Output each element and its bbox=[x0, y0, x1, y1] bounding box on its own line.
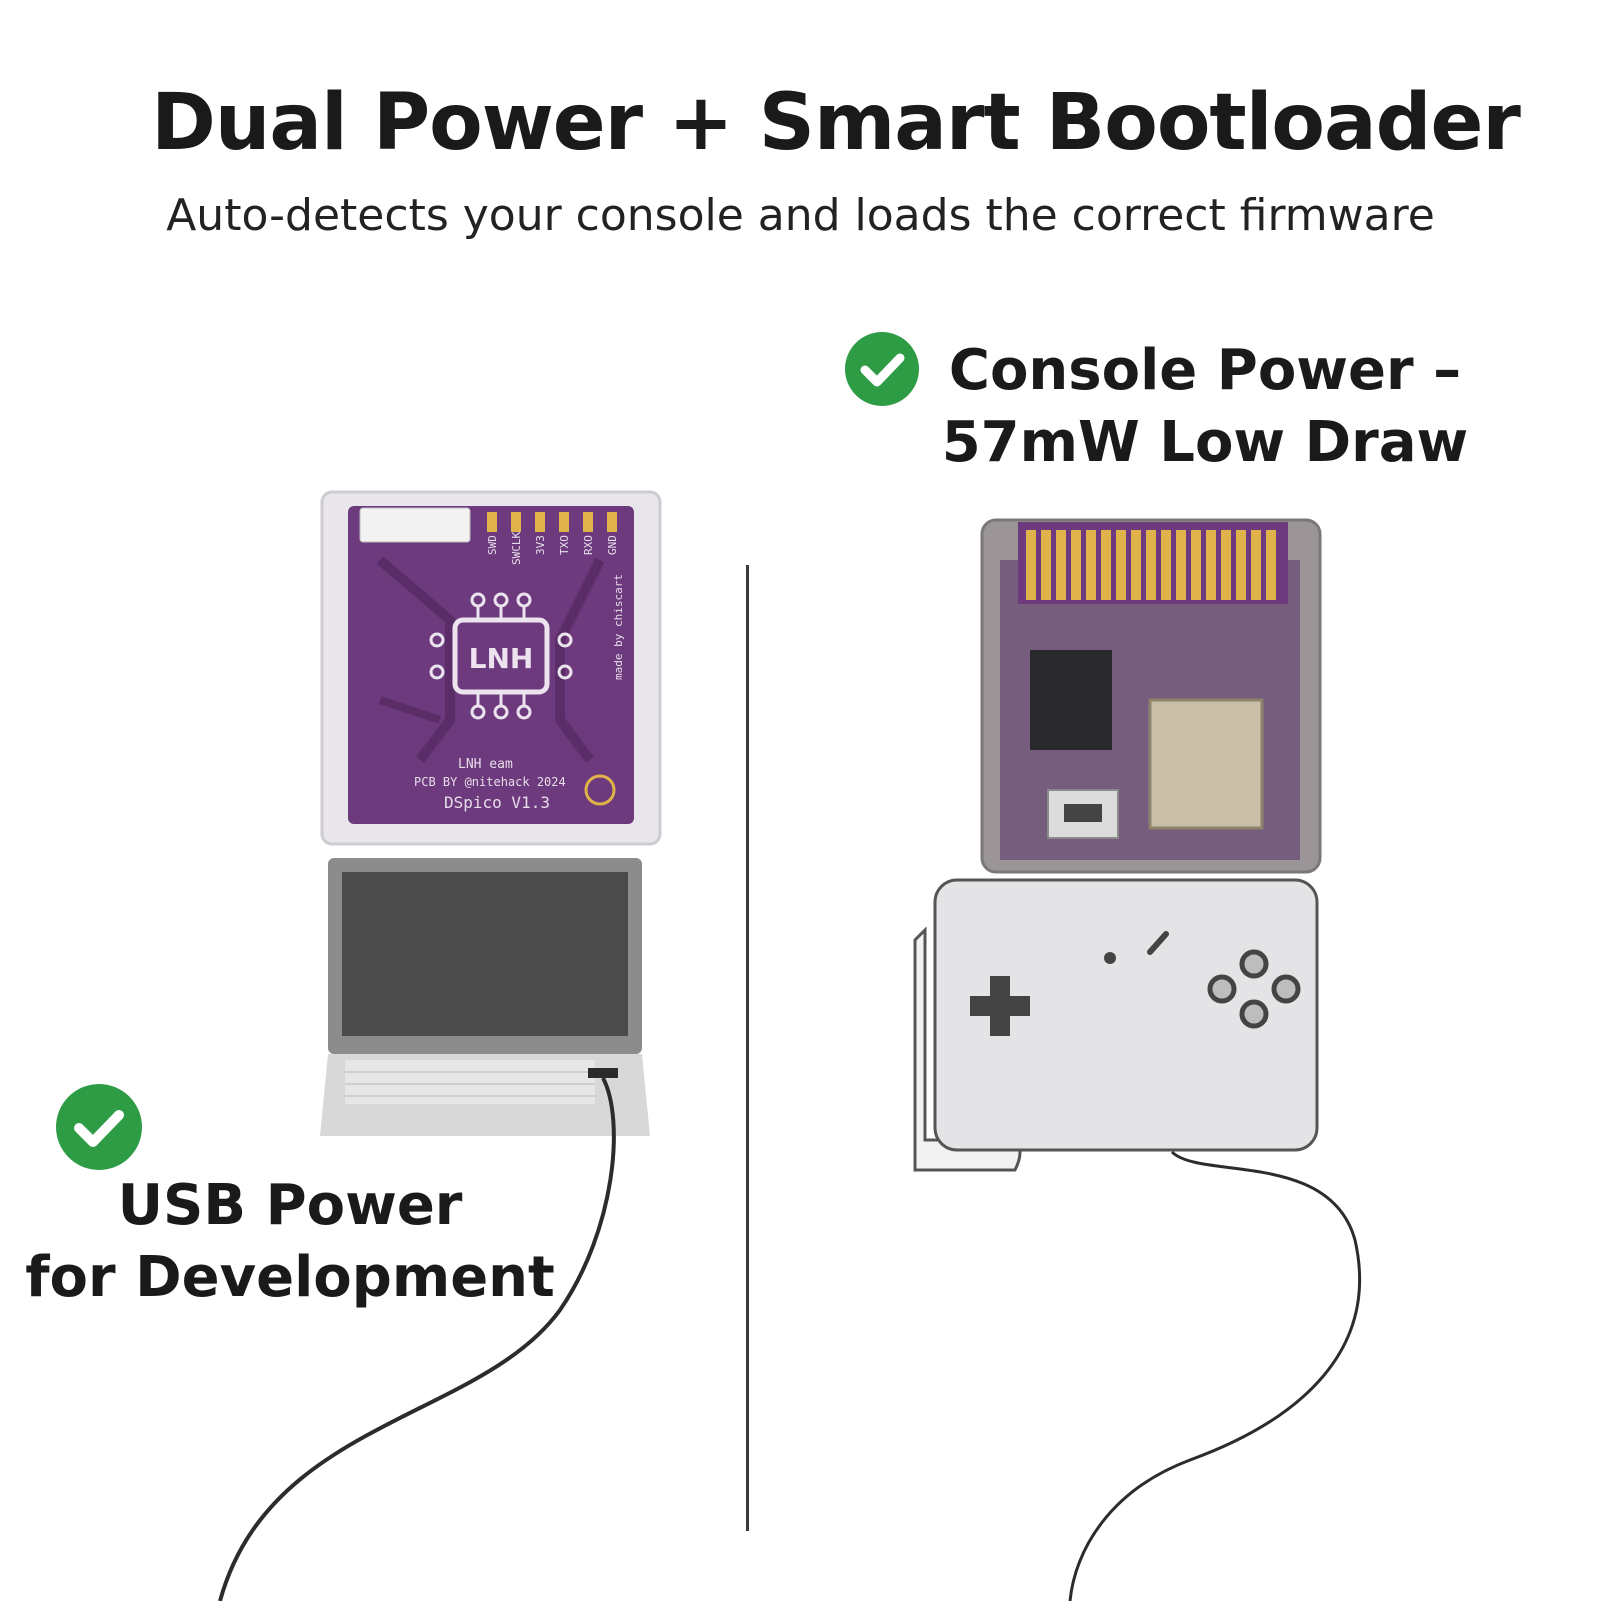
check-icon bbox=[56, 1084, 142, 1170]
console-power-line2: 57mW Low Draw bbox=[941, 409, 1469, 475]
divider bbox=[746, 565, 749, 1531]
board-text: LNH eam bbox=[458, 757, 513, 772]
pin-label: SWD bbox=[486, 535, 499, 555]
dspico-board-left: LNH SWD SWCLK 3V3 TXO RXO GND made by ch… bbox=[320, 490, 662, 846]
check-icon bbox=[845, 332, 919, 406]
pin-label: RXO bbox=[582, 535, 595, 555]
board-text: PCB BY @nitehack 2024 bbox=[414, 775, 566, 789]
usb-cable-icon bbox=[218, 1077, 616, 1601]
dspico-board-right bbox=[980, 518, 1322, 874]
handheld-console-icon bbox=[913, 878, 1319, 1172]
usb-power-line1: USB Power bbox=[117, 1173, 463, 1238]
board-version: DSpico V1.3 bbox=[444, 793, 550, 812]
pin-label: SWCLK bbox=[510, 532, 523, 565]
usb-power-line2: for Development bbox=[25, 1244, 555, 1310]
pin-label: 3V3 bbox=[534, 535, 547, 555]
page-title: Dual Power + Smart Bootloader bbox=[151, 78, 1521, 168]
usb-power-label: USB Power for Development bbox=[20, 1170, 560, 1313]
console-power-line1: Console Power – bbox=[948, 338, 1462, 403]
chip-label: LNH bbox=[469, 642, 534, 675]
laptop-icon bbox=[320, 858, 650, 1136]
pin-label: TXO bbox=[558, 535, 571, 555]
maker-text: made by chiscart bbox=[612, 574, 625, 680]
page-subtitle: Auto-detects your console and loads the … bbox=[166, 190, 1435, 241]
usb-cable-icon bbox=[1068, 1150, 1361, 1601]
console-power-label: Console Power – 57mW Low Draw bbox=[920, 335, 1490, 478]
pin-label: GND bbox=[606, 535, 619, 555]
